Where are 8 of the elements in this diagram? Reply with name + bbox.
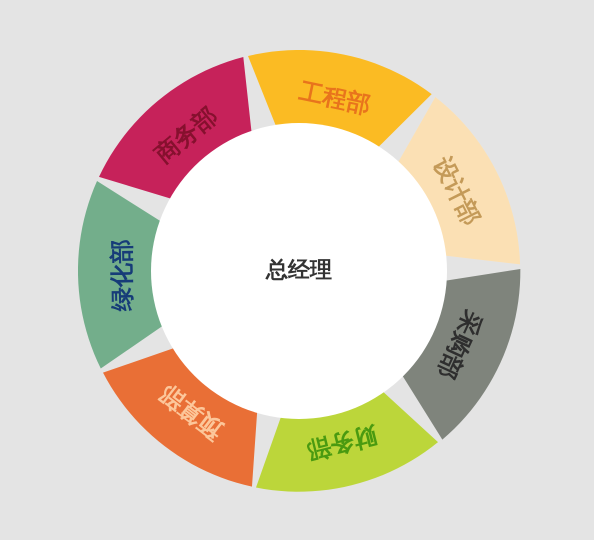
department-label: 工程部 <box>297 78 373 117</box>
department-label: 商务部 <box>150 102 222 168</box>
department-label: 绿化部 <box>109 238 135 311</box>
department-label: 财务部 <box>304 422 380 464</box>
department-label: 预算部 <box>156 380 228 443</box>
department-label: 采购部 <box>434 306 486 382</box>
center-label: 总经理 <box>266 260 332 282</box>
department-label: 设计部 <box>430 153 484 229</box>
